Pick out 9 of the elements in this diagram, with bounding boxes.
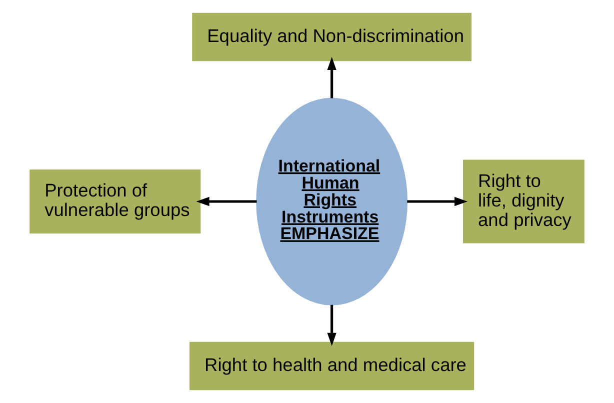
node-ellipse: International Human Rights Instruments EMPHASIZE (256, 98, 408, 306)
node-box: Right to life, dignity and privacy (463, 160, 584, 244)
node-box: Equality and Non-discrimination (192, 12, 472, 62)
arrow (327, 56, 336, 98)
arrow (327, 304, 336, 346)
arrow (196, 196, 257, 206)
node-box: Protection of vulnerable groups (30, 170, 201, 234)
node-box: Right to health and medical care (190, 342, 474, 390)
arrow (407, 196, 468, 206)
